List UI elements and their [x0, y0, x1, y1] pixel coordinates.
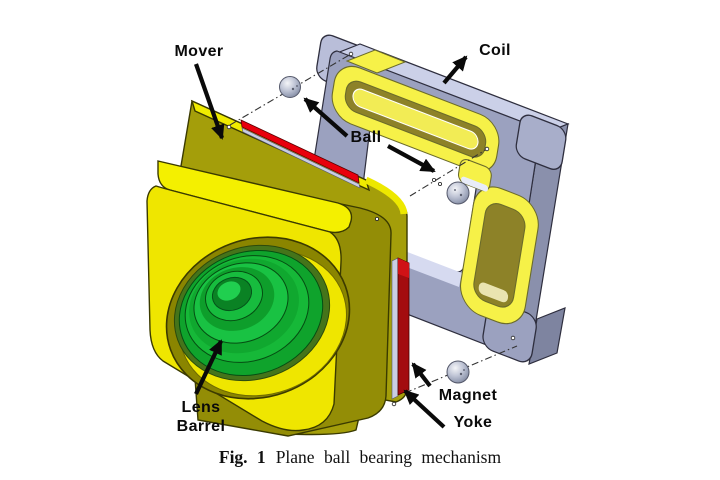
label-coil: Coil: [479, 42, 511, 59]
coils: [331, 49, 539, 325]
label-lens-barrel: Lens Barrel: [177, 398, 226, 436]
figure-caption: Fig. 1 Plane ball bearing mechanism: [0, 447, 720, 468]
caption-tag: Fig. 1: [218, 447, 266, 467]
caption-title: Plane ball bearing mechanism: [275, 447, 502, 467]
magnet-top: [240, 119, 360, 184]
stator-pad-top-right: [515, 114, 567, 170]
coil-top: [331, 65, 500, 173]
ball-2: [446, 181, 470, 205]
coil-top-wrap-highlight: [460, 176, 489, 192]
alignment-line-1: [229, 53, 352, 126]
mover-block-top-face: [157, 160, 353, 234]
balls: [279, 76, 470, 384]
magnet-arrow: [411, 362, 432, 388]
coil-arrow: [442, 55, 468, 85]
ball-arrow-2: [386, 144, 436, 173]
ball-3: [446, 360, 470, 384]
coil-right: [460, 186, 539, 325]
magnet-side-top: [398, 258, 409, 278]
yoke-top: [241, 127, 361, 189]
magnet-side: [397, 257, 410, 396]
label-lens-line2: Barrel: [176, 418, 226, 435]
mover: [146, 99, 410, 437]
lens-barrel-arrow: [194, 339, 223, 395]
label-yoke: Yoke: [453, 414, 493, 431]
coil-top-wrap-left: [345, 49, 407, 74]
ball-arrow-1: [303, 97, 349, 138]
label-mover: Mover: [174, 43, 224, 60]
mover-top-corner-band: [364, 176, 408, 215]
yoke-side: [391, 257, 399, 400]
label-ball: Ball: [350, 129, 382, 146]
alignment-line-2: [409, 148, 488, 197]
ball-1: [279, 76, 301, 98]
label-magnet: Magnet: [438, 387, 498, 404]
mover-arrow: [194, 63, 225, 140]
label-arrows: [194, 55, 468, 429]
label-lens-line1: Lens: [181, 399, 221, 416]
yoke-arrow: [403, 389, 446, 429]
locating-holes: [226, 51, 516, 407]
